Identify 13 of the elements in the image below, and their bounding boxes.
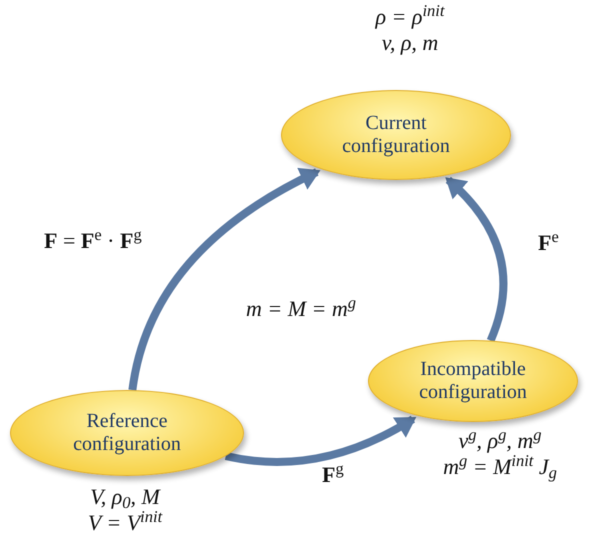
formula-text: ρ = ρ$^{init}$ xyxy=(376,4,444,30)
formula-text: V = V$^{init}$ xyxy=(88,510,162,536)
curved-arrow xyxy=(225,416,416,466)
formula-text: V, ρ$_{0}$, M xyxy=(90,484,160,510)
formula-text: m = M = m$^{g}$ xyxy=(246,296,356,322)
formula-text: v$^{g}$, ρ$^{g}$, m$^{g}$ xyxy=(458,428,542,454)
curved-arrow xyxy=(445,176,508,342)
node-text: Reference configuration xyxy=(72,410,182,456)
formula-text: v, ρ, m xyxy=(382,30,438,56)
node-text: Current configuration xyxy=(341,112,451,158)
node-text: Incompatible configuration xyxy=(418,358,528,404)
curved-arrow xyxy=(128,168,320,391)
formula-text: m$^{g}$ = M$^{init}$ J$_{g}$ xyxy=(443,454,557,480)
